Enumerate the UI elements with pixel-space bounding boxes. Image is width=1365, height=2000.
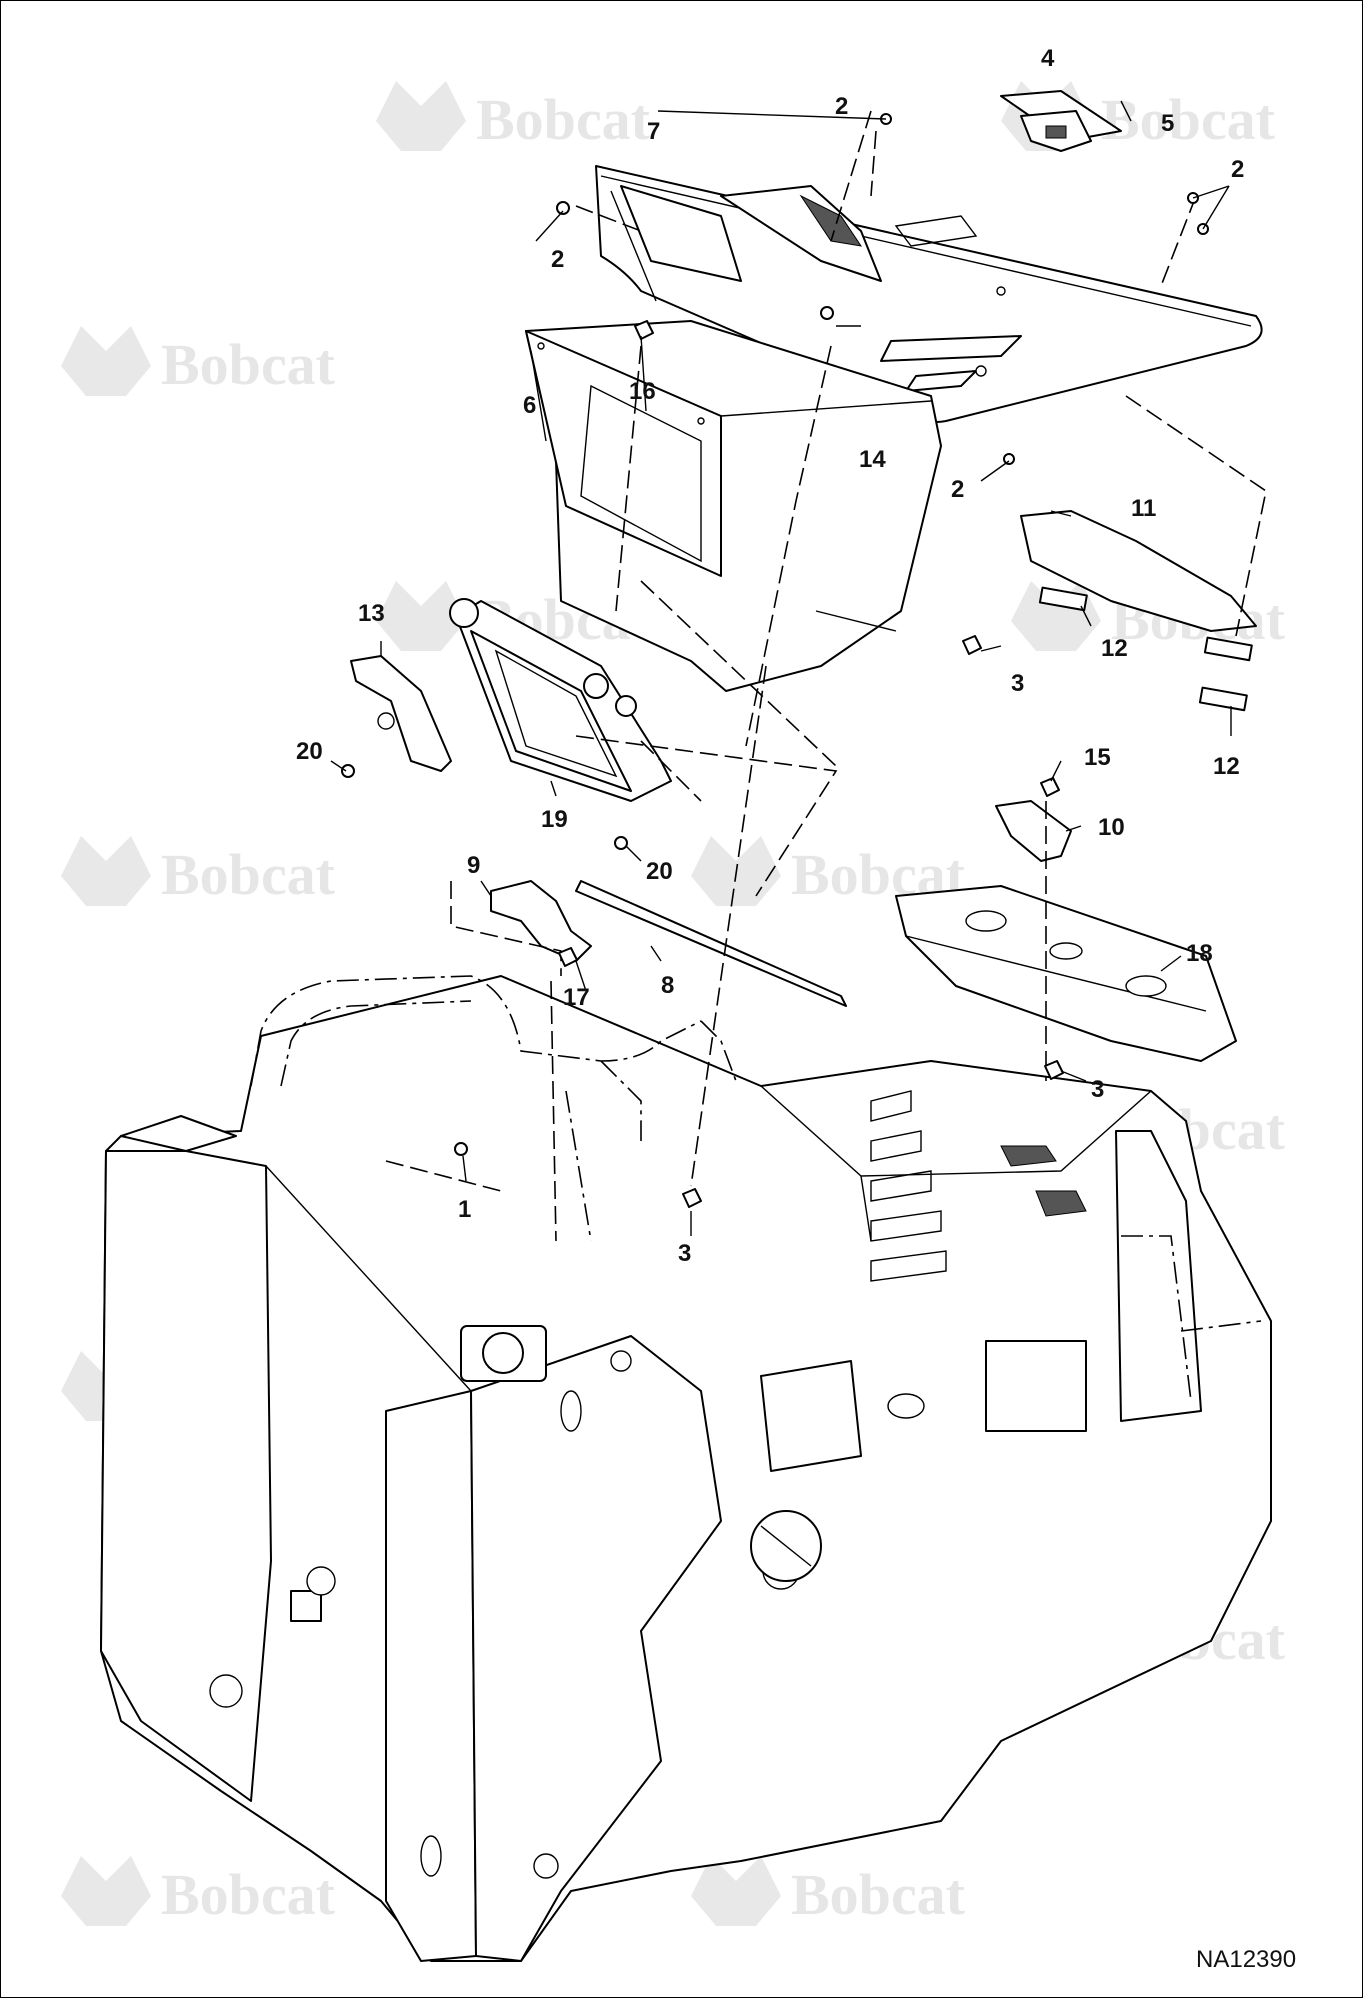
bracket-11 xyxy=(1020,510,1257,712)
callout-7: 7 xyxy=(647,118,660,145)
watermark: Bobcat xyxy=(61,1856,336,1927)
radiator xyxy=(449,598,672,802)
drawing-id: NA12390 xyxy=(1196,1946,1296,1973)
bracket-13 xyxy=(350,655,452,772)
callout-8: 8 xyxy=(661,972,674,999)
bracket-9 xyxy=(490,880,592,962)
callout-17: 17 xyxy=(563,984,590,1011)
callout-2: 2 xyxy=(835,93,848,120)
callout-5: 5 xyxy=(1161,110,1174,137)
svg-text:Bobcat: Bobcat xyxy=(161,1862,336,1927)
callout-4: 4 xyxy=(1041,45,1055,72)
callout-15: 15 xyxy=(1084,744,1111,771)
svg-text:Bobcat: Bobcat xyxy=(161,332,336,397)
mounting-rail-18 xyxy=(895,885,1237,1062)
callout-3: 3 xyxy=(1091,1076,1104,1103)
callout-2: 2 xyxy=(1231,156,1244,183)
callout-1: 1 xyxy=(458,1196,471,1223)
side-louver-vents xyxy=(870,1090,947,1282)
watermark: Bobcat xyxy=(61,836,336,907)
callout-9: 9 xyxy=(467,852,480,879)
bracket-10 xyxy=(995,800,1072,862)
leader-lines xyxy=(330,100,1232,1236)
callout-labels: 1 2 2 2 2 3 3 3 4 5 6 7 8 9 10 11 12 12 … xyxy=(296,45,1244,1267)
callout-19: 19 xyxy=(541,806,568,833)
callout-3: 3 xyxy=(1011,670,1024,697)
callout-20: 20 xyxy=(296,738,323,765)
roll-bar-outline xyxy=(250,975,1262,1402)
svg-text:Bobcat: Bobcat xyxy=(791,1862,966,1927)
callout-12: 12 xyxy=(1213,753,1240,780)
callout-18: 18 xyxy=(1186,940,1213,967)
callout-20: 20 xyxy=(646,858,673,885)
callout-12: 12 xyxy=(1101,635,1128,662)
callout-10: 10 xyxy=(1098,814,1125,841)
callout-6: 6 xyxy=(523,392,536,419)
callout-3: 3 xyxy=(678,1240,691,1267)
main-frame xyxy=(100,975,1272,1962)
svg-text:Bobcat: Bobcat xyxy=(476,87,651,152)
fan-shroud xyxy=(525,320,942,692)
callout-2: 2 xyxy=(951,476,964,503)
support-rod-8 xyxy=(575,880,847,1007)
callout-11: 11 xyxy=(1131,495,1156,522)
callout-14: 14 xyxy=(859,446,886,473)
watermark: Bobcat xyxy=(691,1856,966,1927)
rear-grille-cover xyxy=(595,165,1263,423)
callout-2: 2 xyxy=(551,246,564,273)
watermark: Bobcat xyxy=(61,326,336,397)
callout-13: 13 xyxy=(358,600,385,627)
watermark: Bobcat xyxy=(376,81,651,152)
assembly-lines xyxy=(385,110,1267,1242)
svg-text:Bobcat: Bobcat xyxy=(161,842,336,907)
callout-16: 16 xyxy=(629,378,656,405)
svg-text:Bobcat: Bobcat xyxy=(1101,87,1276,152)
latch-assembly xyxy=(1000,90,1122,152)
